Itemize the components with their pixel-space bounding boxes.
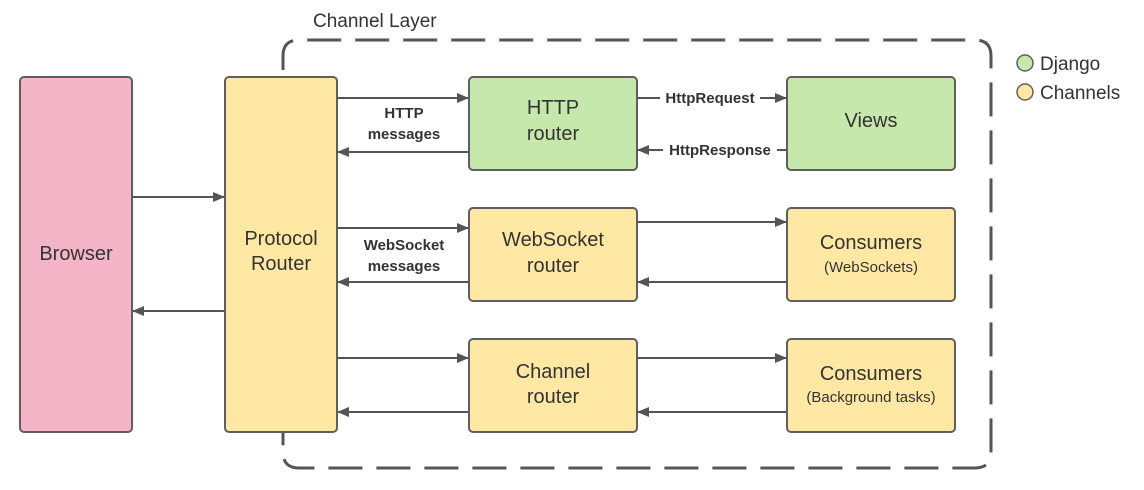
browser-label: Browser — [39, 243, 113, 265]
http-router-node: HTTP router — [468, 76, 638, 171]
http-router-label-line2: router — [527, 123, 580, 145]
consumers-background-node: Consumers (Background tasks) — [786, 338, 956, 433]
websocket-router-label-line2: router — [527, 255, 580, 277]
websocket-router-node: WebSocket router — [468, 207, 638, 302]
legend: Django Channels — [1016, 54, 1120, 104]
channel-layer-title: Channel Layer — [313, 11, 437, 32]
protocol-router-node: Protocol Router — [224, 76, 338, 433]
legend-channels-swatch — [1016, 83, 1034, 101]
consumers-background-label: Consumers — [820, 363, 922, 385]
channel-router-node: Channel router — [468, 338, 638, 433]
consumers-websockets-label: Consumers — [820, 232, 922, 254]
channel-layer-boundary — [281, 38, 993, 470]
legend-django-swatch — [1016, 54, 1034, 72]
http-messages-label-line1: HTTP — [384, 105, 423, 122]
channel-router-label-line1: Channel — [516, 361, 591, 383]
legend-channels-label: Channels — [1040, 83, 1120, 104]
consumers-background-sublabel: (Background tasks) — [806, 389, 935, 406]
websocket-messages-label-line1: WebSocket — [364, 237, 445, 254]
consumers-websockets-node: Consumers (WebSockets) — [786, 207, 956, 302]
http-request-label-bg — [660, 88, 760, 108]
websocket-router-label-line1: WebSocket — [502, 229, 604, 251]
http-messages-label-line2: messages — [368, 126, 441, 143]
views-node: Views — [786, 76, 956, 171]
protocol-router-label-line1: Protocol — [244, 228, 317, 250]
http-router-label-line1: HTTP — [527, 97, 579, 119]
browser-node: Browser — [19, 76, 133, 433]
http-request-label: HttpRequest — [665, 90, 754, 107]
legend-django-label: Django — [1040, 54, 1100, 75]
http-response-label: HttpResponse — [669, 142, 771, 159]
views-label: Views — [845, 110, 898, 132]
websocket-messages-label-line2: messages — [368, 258, 441, 275]
channel-router-label-line2: router — [527, 386, 580, 408]
http-response-label-bg — [663, 140, 777, 160]
consumers-websockets-sublabel: (WebSockets) — [824, 259, 918, 276]
protocol-router-label-line2: Router — [251, 253, 311, 275]
